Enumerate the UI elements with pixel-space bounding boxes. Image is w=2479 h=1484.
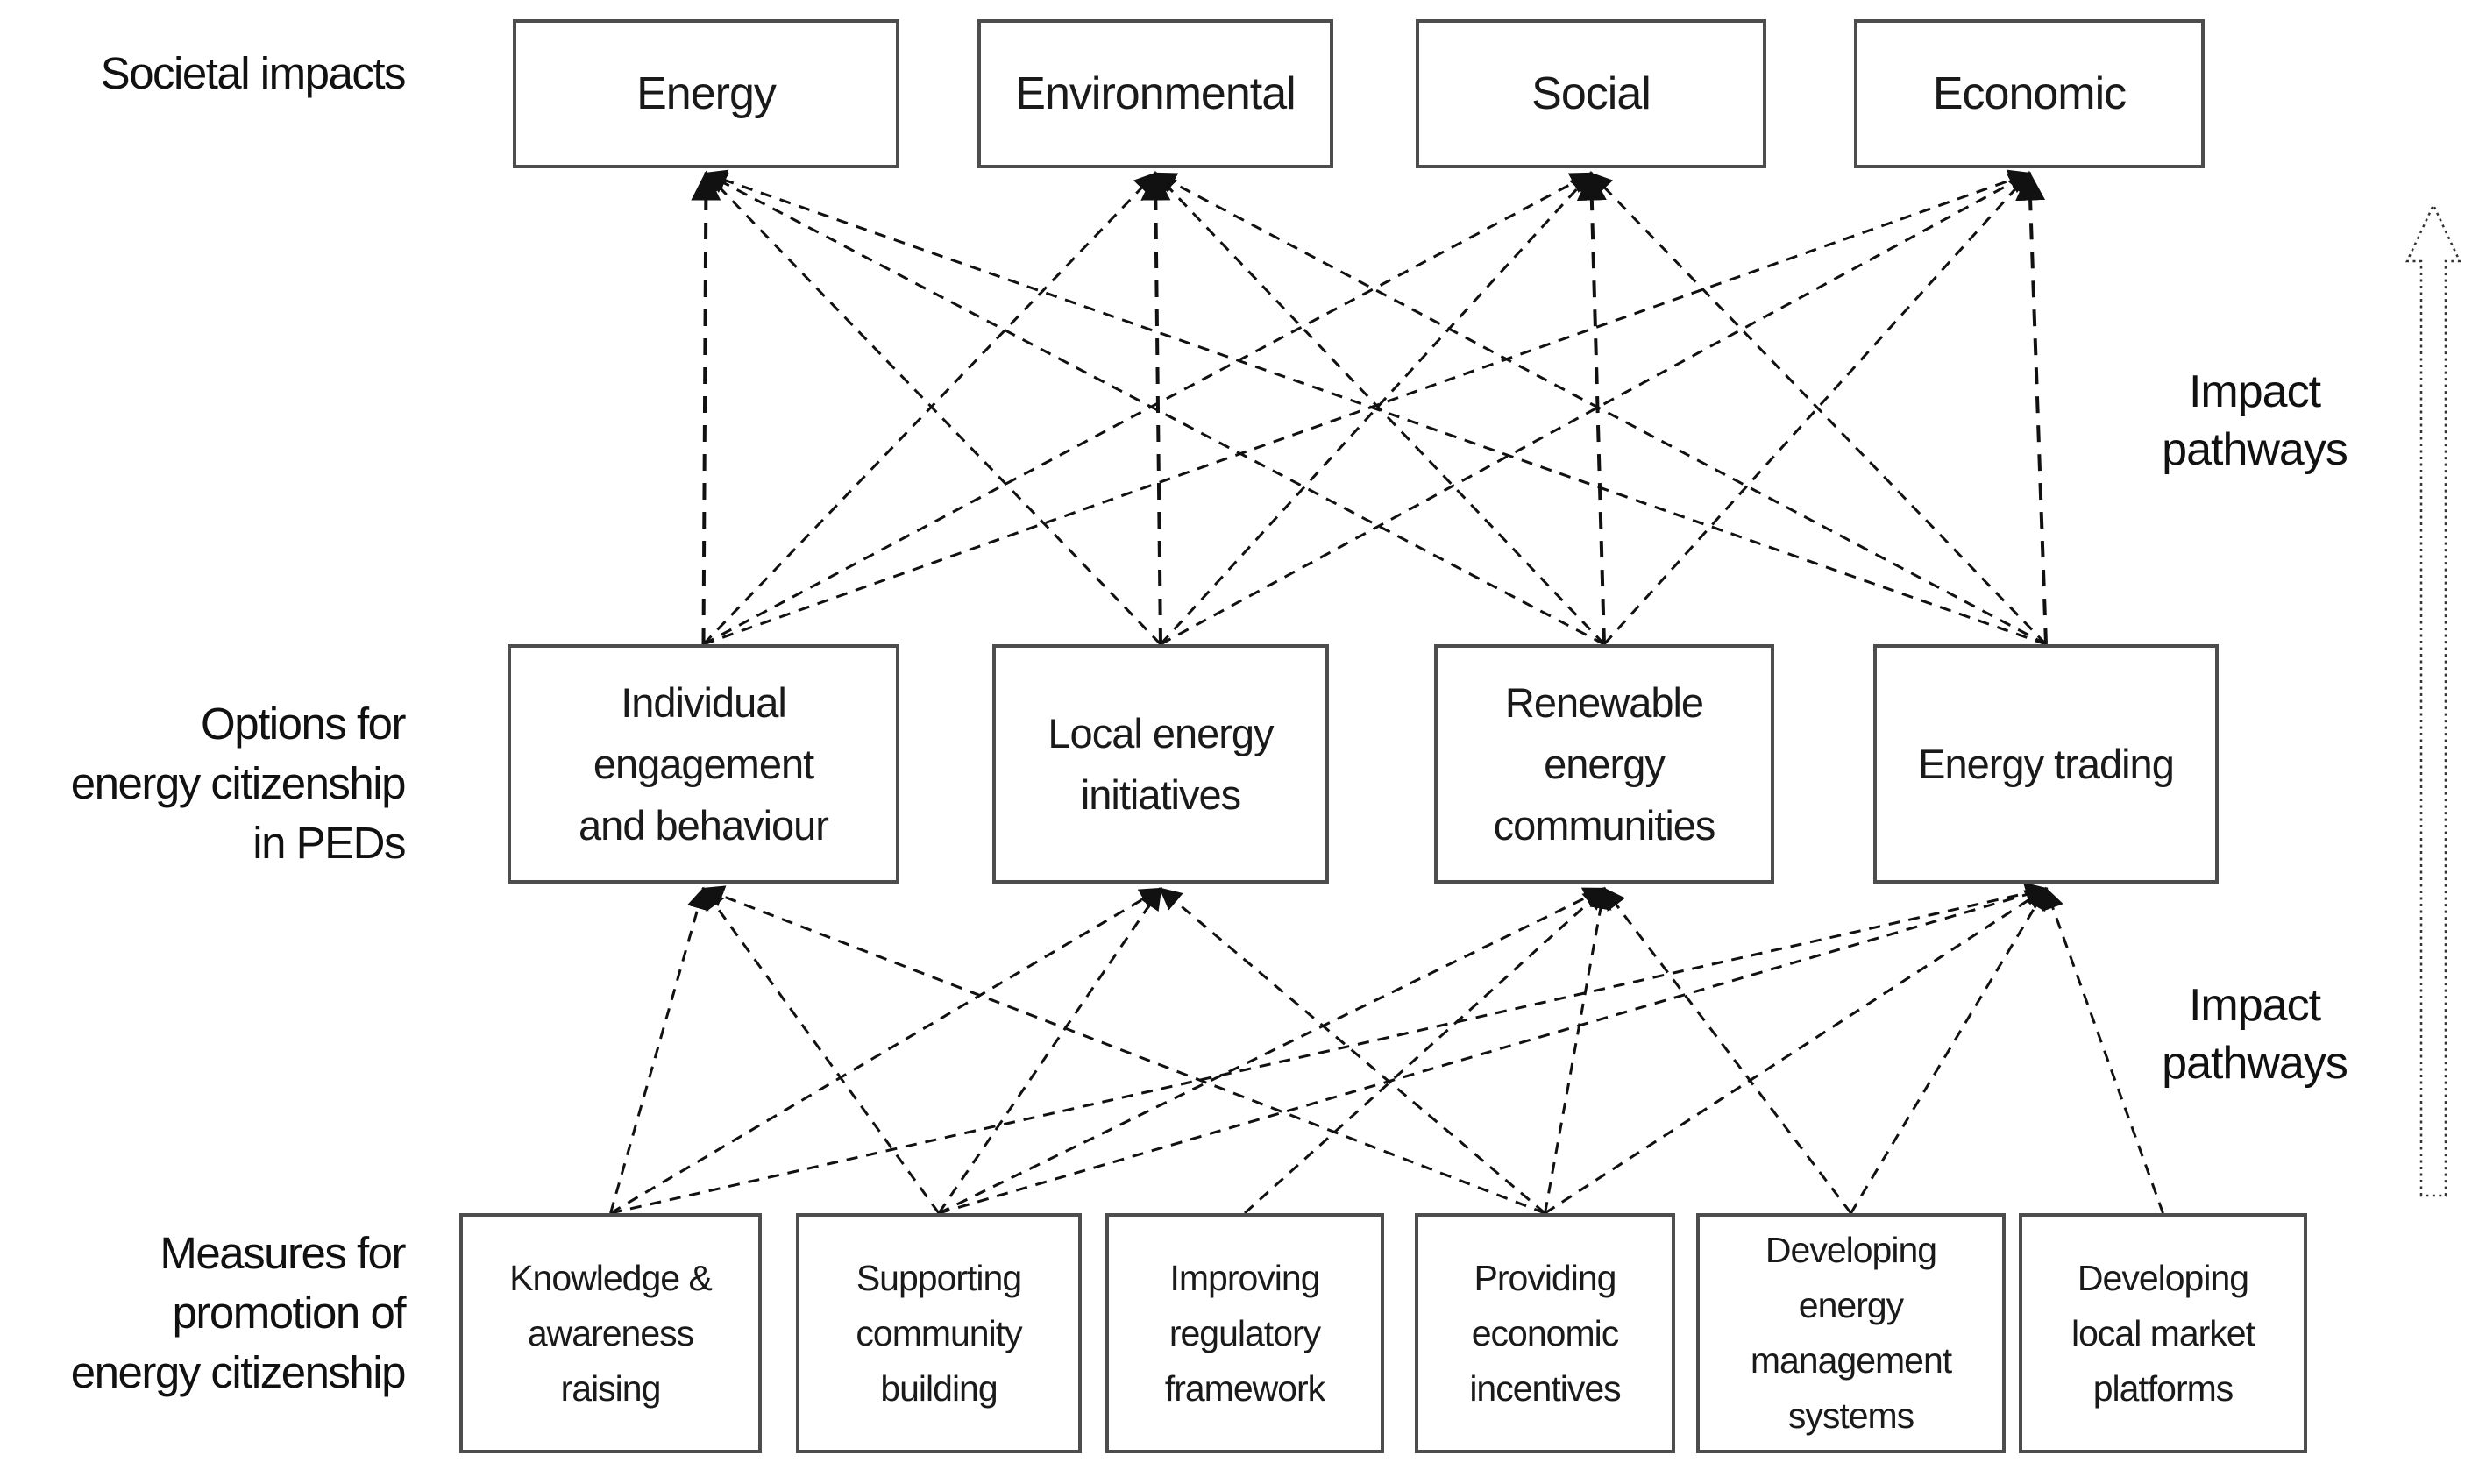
edge-community-individual — [702, 886, 941, 1214]
edge-trading-economic — [2015, 170, 2048, 645]
row-label-measures-promotion: Measures for promotion of energy citizen… — [70, 1228, 407, 1397]
node-trading: Energy trading — [1873, 644, 2219, 884]
node-management: Developing energy management systems — [1696, 1213, 2006, 1453]
edge-platforms-trading — [2042, 886, 2164, 1214]
node-community: Supporting community building — [796, 1213, 1082, 1453]
edge-individual-economic — [702, 169, 2032, 646]
edge-local-environmental — [1140, 170, 1171, 645]
node-knowledge: Knowledge & awareness raising — [459, 1213, 762, 1453]
edge-regulatory-renewable — [1243, 887, 1606, 1215]
edge-incentives-renewable — [1544, 886, 1612, 1214]
node-energy: Energy — [513, 19, 899, 168]
edge-knowledge-trading — [610, 882, 2049, 1215]
edge-knowledge-local — [609, 887, 1163, 1215]
edge-knowledge-individual — [609, 886, 709, 1214]
edge-renewable-social — [1576, 170, 1607, 645]
edge-local-economic — [1160, 172, 2032, 646]
node-local: Local energy initiatives — [992, 644, 1329, 884]
edge-trading-environmental — [1153, 172, 2047, 646]
edge-individual-social — [702, 172, 1594, 646]
edge-renewable-energy — [704, 172, 1605, 646]
edge-renewable-economic — [1602, 172, 2031, 646]
node-economic: Economic — [1854, 19, 2205, 168]
edge-community-local — [937, 886, 1162, 1214]
edge-management-trading — [1850, 886, 2048, 1214]
edge-trading-energy — [704, 169, 2047, 646]
node-renewable: Renewable energy communities — [1434, 644, 1774, 884]
edge-community-renewable — [938, 887, 1607, 1215]
impact-pathways-label-upper: Impact pathways — [2162, 366, 2348, 475]
node-platforms: Developing local market platforms — [2019, 1213, 2307, 1453]
node-individual: Individual engagement and behaviour — [508, 644, 899, 884]
edge-community-trading — [938, 884, 2049, 1215]
row-label-societal-impacts: Societal impacts — [100, 48, 407, 98]
edge-local-energy — [704, 172, 1162, 646]
edge-management-renewable — [1602, 886, 1852, 1214]
dashed-connectors — [609, 169, 2164, 1215]
edge-incentives-individual — [701, 885, 1546, 1215]
edge-local-social — [1159, 172, 1593, 646]
row-label-options-peds: Options for energy citizenship in PEDs — [70, 699, 407, 868]
edge-incentives-local — [1159, 887, 1546, 1215]
edge-individual-energy — [691, 170, 721, 645]
edge-individual-environmental — [702, 172, 1157, 646]
node-incentives: Providing economic incentives — [1415, 1213, 1675, 1453]
edge-incentives-trading — [1544, 887, 2049, 1215]
edge-trading-social — [1589, 172, 2048, 646]
node-regulatory: Improving regulatory framework — [1105, 1213, 1384, 1453]
node-social: Social — [1416, 19, 1766, 168]
impact-pathways-label-lower: Impact pathways — [2162, 980, 2348, 1089]
node-environmental: Environmental — [977, 19, 1333, 168]
